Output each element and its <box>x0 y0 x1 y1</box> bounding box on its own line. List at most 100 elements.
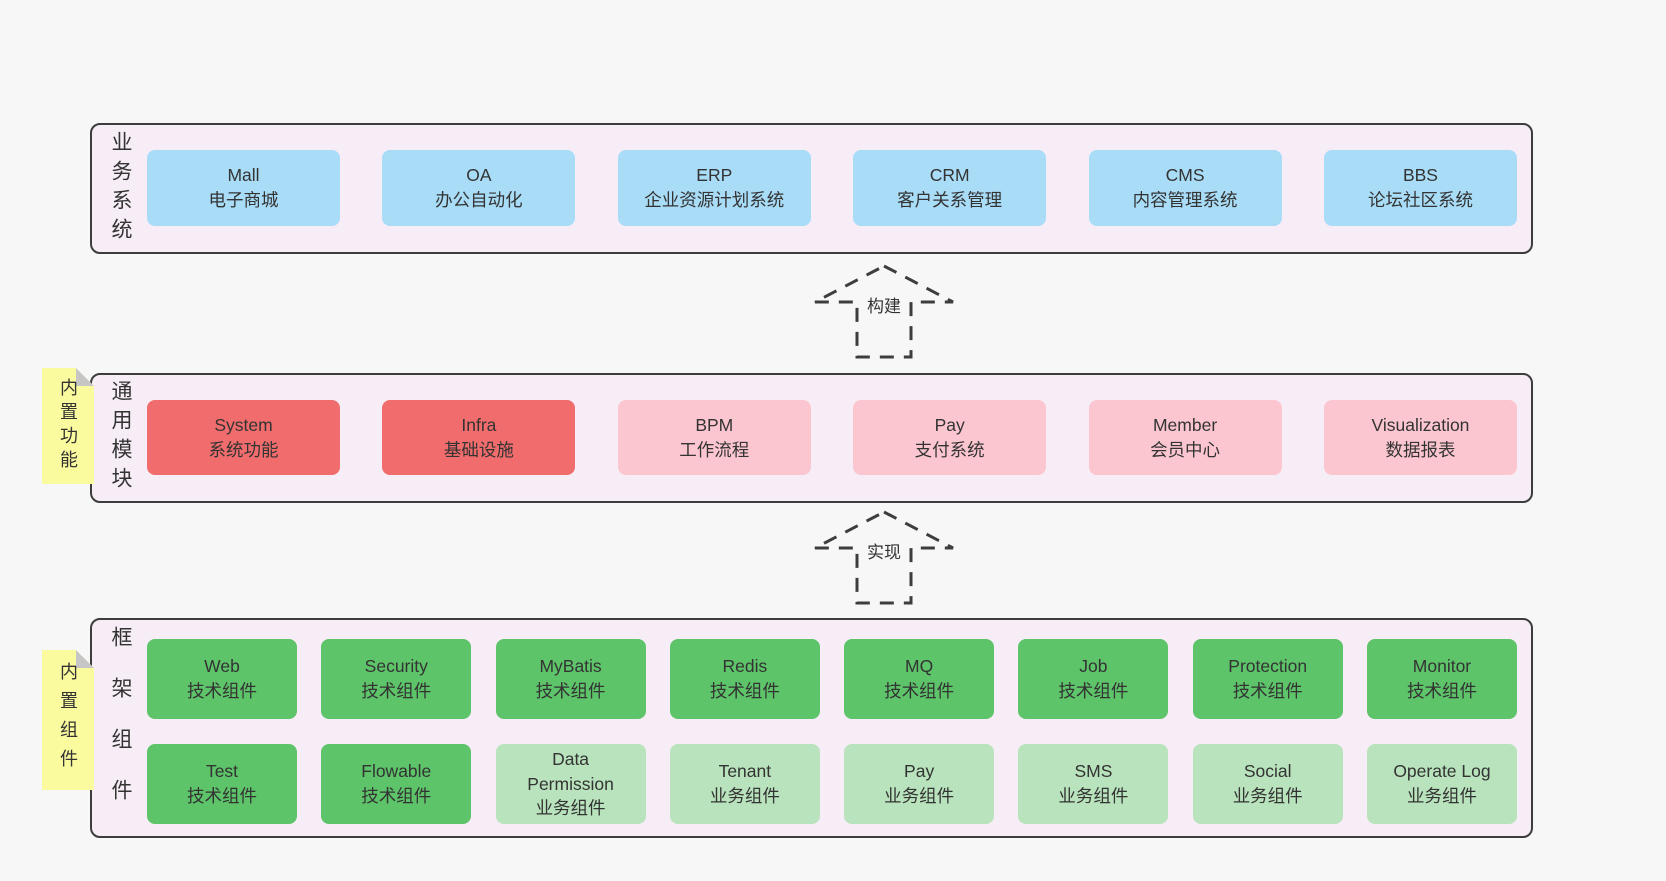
box-subtitle: 企业资源计划系统 <box>644 190 785 210</box>
box-title: ERP <box>696 165 733 186</box>
box-title: BBS <box>1402 165 1438 186</box>
box-sms: SMS 业务组件 <box>1018 744 1169 824</box>
box-title: Pay <box>904 761 935 782</box>
box-title: Social <box>1243 761 1292 782</box>
box-web: Web 技术组件 <box>147 639 297 719</box>
box-mybatis: MyBatis 技术组件 <box>495 639 646 719</box>
arrow-up-icon <box>814 264 954 359</box>
box-subtitle: 技术组件 <box>1232 681 1303 701</box>
box-title: Security <box>364 656 428 677</box>
box-title: Member <box>1152 414 1218 435</box>
box-title: Monitor <box>1412 656 1472 677</box>
box-system: System 系统功能 <box>147 400 340 475</box>
box-subtitle: 支付系统 <box>914 439 985 460</box>
box-visualization: Visualization 数据报表 <box>1323 400 1517 475</box>
box-cms: CMS 内容管理系统 <box>1088 150 1282 226</box>
box-erp: ERP 企业资源计划系统 <box>617 150 811 226</box>
box-title: Web <box>204 656 240 677</box>
box-test: Test 技术组件 <box>147 744 297 824</box>
box-protection: Protection 技术组件 <box>1192 639 1343 719</box>
box-redis: Redis 技术组件 <box>669 639 820 719</box>
box-bbs: BBS 论坛社区系统 <box>1323 150 1517 226</box>
box-data-permission: Data Permission 业务组件 <box>495 744 646 824</box>
box-subtitle: 会员中心 <box>1150 439 1221 460</box>
box-bpm: BPM 工作流程 <box>617 400 811 475</box>
layer-label: 业务系统 <box>109 130 132 247</box>
box-subtitle: 客户关系管理 <box>897 190 1003 210</box>
box-subtitle: 业务组件 <box>1058 786 1129 806</box>
box-title: MyBatis <box>539 656 602 677</box>
box-title: BPM <box>695 414 734 435</box>
box-title: Mall <box>227 165 260 186</box>
box-title: Pay <box>934 414 965 435</box>
box-crm: CRM 客户关系管理 <box>853 150 1047 226</box>
box-subtitle: 技术组件 <box>1406 681 1477 701</box>
box-title: Data Permission <box>527 748 614 794</box>
arrow-implement: 实现 <box>812 508 956 606</box>
box-operate-log: Operate Log 业务组件 <box>1366 744 1517 824</box>
box-title: MQ <box>905 656 934 677</box>
box-social: Social 业务组件 <box>1192 744 1343 824</box>
note-text: 内置组件 <box>58 662 78 778</box>
arrow-label: 实现 <box>864 538 904 563</box>
box-pay: Pay 支付系统 <box>853 400 1047 475</box>
box-mq: MQ 技术组件 <box>844 639 995 719</box>
arrow-build: 构建 <box>812 262 956 360</box>
box-subtitle: 技术组件 <box>1058 681 1129 701</box>
box-subtitle: 系统功能 <box>208 439 279 460</box>
box-subtitle: 技术组件 <box>535 681 606 701</box>
layer-label: 通用模块 <box>109 380 132 496</box>
box-subtitle: 技术组件 <box>187 786 257 806</box>
box-title: CRM <box>929 165 970 186</box>
arrow-up-icon <box>814 510 954 605</box>
box-subtitle: 业务组件 <box>1406 786 1477 806</box>
sticky-note-builtin-components: 内置组件 <box>42 650 94 790</box>
box-title: CMS <box>1165 165 1205 186</box>
box-title: System <box>214 414 273 435</box>
box-title: Redis <box>722 656 768 677</box>
box-subtitle: 办公自动化 <box>435 190 523 210</box>
box-subtitle: 业务组件 <box>709 786 780 806</box>
box-security: Security 技术组件 <box>321 639 472 719</box>
box-title: Protection <box>1228 656 1308 677</box>
note-text: 内置功能 <box>58 378 78 474</box>
box-monitor: Monitor 技术组件 <box>1366 639 1517 719</box>
sticky-note-builtin-features: 内置功能 <box>42 368 94 484</box>
box-subtitle: 业务组件 <box>1232 786 1303 806</box>
arrow-label: 构建 <box>864 292 904 317</box>
layer-label: 框架组件 <box>109 626 132 830</box>
box-mall: Mall 电子商城 <box>147 150 340 226</box>
box-subtitle: 数据报表 <box>1385 439 1456 460</box>
box-subtitle: 工作流程 <box>679 439 750 460</box>
box-title: SMS <box>1074 761 1113 782</box>
box-subtitle: 电子商城 <box>208 190 279 210</box>
box-member: Member 会员中心 <box>1088 400 1282 475</box>
box-subtitle: 技术组件 <box>884 681 955 701</box>
box-subtitle: 技术组件 <box>187 681 257 701</box>
box-subtitle: 技术组件 <box>709 681 780 701</box>
box-title: Visualization <box>1371 414 1470 435</box>
box-title: Test <box>205 761 239 782</box>
box-subtitle: 技术组件 <box>361 681 432 701</box>
box-title: Operate Log <box>1393 761 1491 782</box>
box-subtitle: 内容管理系统 <box>1132 190 1238 210</box>
box-subtitle: 论坛社区系统 <box>1367 190 1473 210</box>
box-pay: Pay 业务组件 <box>844 744 995 824</box>
box-subtitle: 技术组件 <box>361 786 432 806</box>
box-subtitle: 业务组件 <box>535 798 606 819</box>
box-subtitle: 基础设施 <box>443 439 514 460</box>
box-subtitle: 业务组件 <box>884 786 955 806</box>
